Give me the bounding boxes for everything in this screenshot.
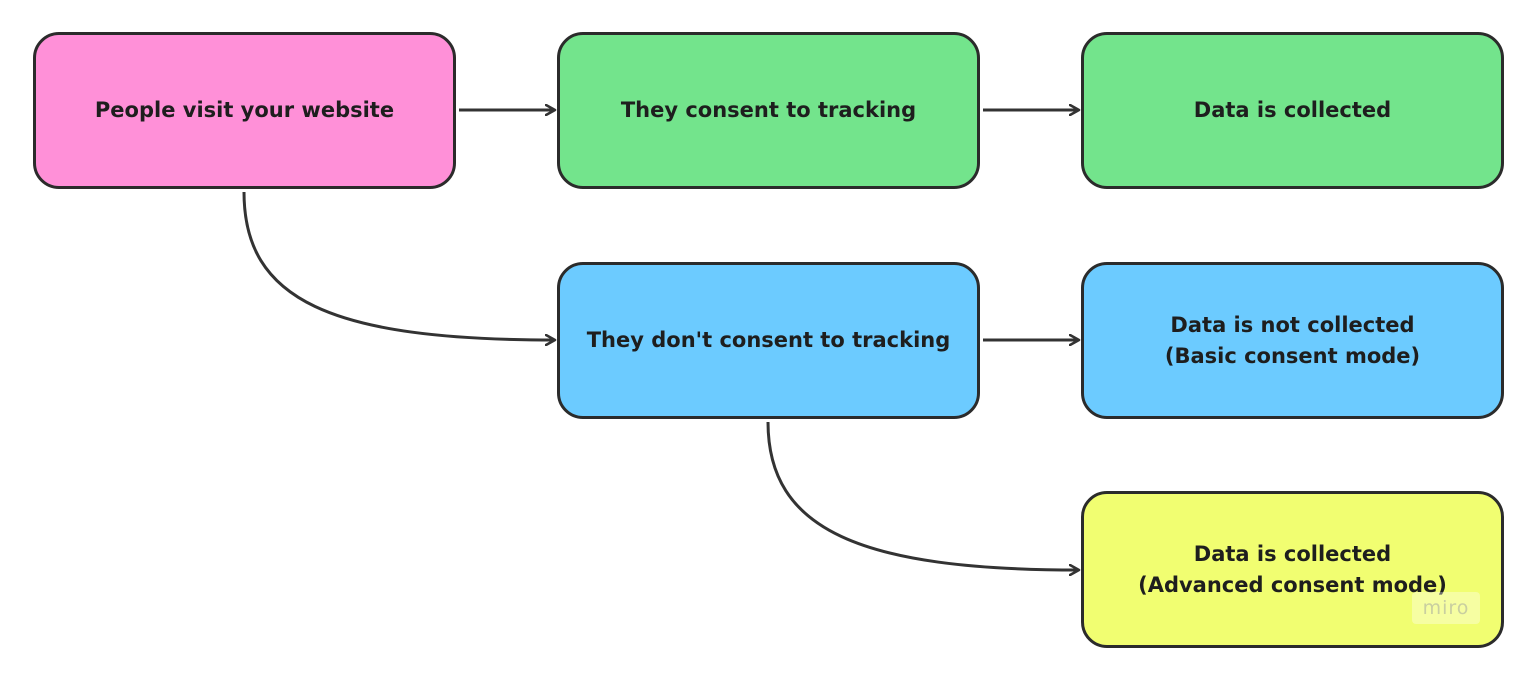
node-label-line: They don't consent to tracking: [586, 328, 951, 352]
node-data-collected-advanced[interactable]: Data is collected (Advanced consent mode…: [1081, 491, 1504, 648]
node-people-visit-website[interactable]: People visit your website: [33, 32, 456, 189]
node-label: People visit your website: [95, 95, 394, 126]
node-label-line: Data is not collected: [1170, 312, 1415, 337]
node-label-line: (Basic consent mode): [1164, 343, 1421, 368]
node-label: Data is not collected (Basic consent mod…: [1165, 310, 1420, 372]
miro-watermark: miro: [1412, 592, 1480, 624]
node-label: Data is collected (Advanced consent mode…: [1138, 539, 1447, 601]
node-label-line: People visit your website: [94, 98, 395, 122]
node-consent-to-tracking[interactable]: They consent to tracking: [557, 32, 980, 189]
node-data-not-collected-basic[interactable]: Data is not collected (Basic consent mod…: [1081, 262, 1504, 419]
node-data-collected[interactable]: Data is collected: [1081, 32, 1504, 189]
node-no-consent-to-tracking[interactable]: They don't consent to tracking: [557, 262, 980, 419]
node-label-line: Data is collected: [1193, 98, 1392, 122]
node-label: They consent to tracking: [621, 95, 916, 126]
node-label: They don't consent to tracking: [587, 325, 951, 356]
node-label-line: (Advanced consent mode): [1138, 572, 1447, 597]
edge-noconsent-to-advanced: [766, 421, 1079, 570]
node-label-line: Data is collected: [1193, 541, 1392, 566]
node-label: Data is collected: [1194, 95, 1391, 126]
node-label-line: They consent to tracking: [620, 98, 917, 122]
edge-visit-to-noconsent: [242, 191, 555, 340]
